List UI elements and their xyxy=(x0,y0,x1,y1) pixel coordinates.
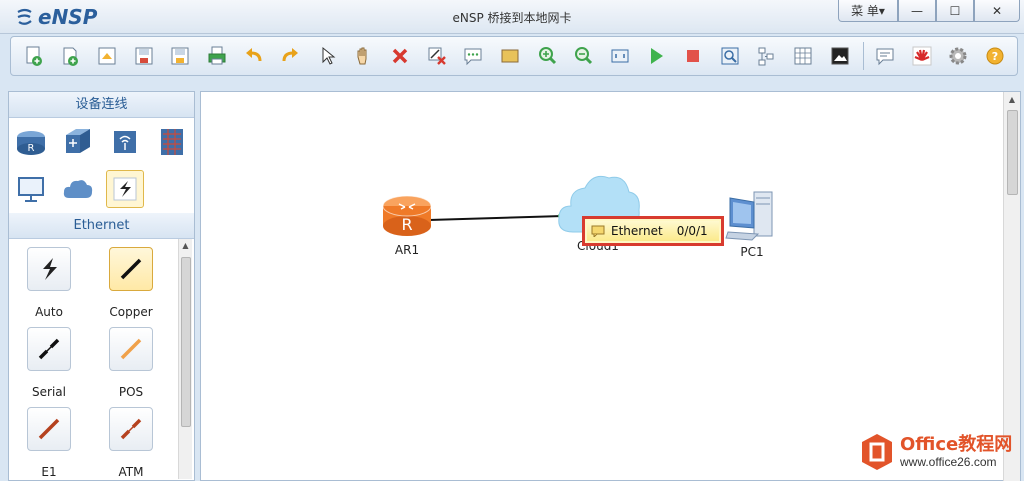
tooltip-icon xyxy=(591,225,605,237)
title-bar: eNSP eNSP 桥接到本地网卡 菜 单▾ — ☐ ✕ xyxy=(0,0,1024,34)
office-logo-icon xyxy=(862,434,892,470)
topology-canvas[interactable]: R AR1 Cloud1 PC1 Ethernet 0/0/1 ▲ xyxy=(200,91,1021,481)
help-icon[interactable]: ? xyxy=(980,41,1010,71)
svg-text:R: R xyxy=(28,143,35,154)
pan-hand-icon[interactable] xyxy=(349,41,379,71)
node-label: AR1 xyxy=(394,243,420,257)
node-label: PC1 xyxy=(740,245,764,259)
router-icon: R xyxy=(382,195,432,236)
minimize-button[interactable]: — xyxy=(898,0,936,22)
watermark: Office教程网 www.office26.com xyxy=(860,432,1012,472)
cable-label: ATM xyxy=(118,465,144,479)
capture-icon[interactable] xyxy=(715,41,745,71)
app-name: eNSP xyxy=(38,5,98,29)
zoom-in-icon[interactable] xyxy=(532,41,562,71)
node-pc1[interactable]: PC1 xyxy=(723,188,781,259)
scroll-thumb[interactable] xyxy=(181,257,191,427)
grid-icon[interactable] xyxy=(788,41,818,71)
chat-icon[interactable] xyxy=(870,41,900,71)
tooltip-port-id: 0/0/1 xyxy=(676,224,708,238)
rectangle-icon[interactable] xyxy=(495,41,525,71)
cable-e1[interactable]: E1 xyxy=(9,407,89,479)
open-icon[interactable] xyxy=(92,41,122,71)
device-grid: R xyxy=(9,118,194,213)
save-as-icon[interactable] xyxy=(166,41,196,71)
ensp-logo-icon xyxy=(17,8,32,25)
save-icon[interactable] xyxy=(129,41,159,71)
window-title: eNSP 桥接到本地网卡 xyxy=(452,11,572,25)
cable-auto[interactable]: Auto xyxy=(9,247,89,319)
window-controls: 菜 单▾ — ☐ ✕ xyxy=(838,0,1020,22)
auto-cable-icon xyxy=(43,258,57,280)
copper-cable-icon xyxy=(120,258,142,280)
text-note-icon[interactable] xyxy=(459,41,489,71)
cable-label: Serial xyxy=(32,385,66,399)
cable-serial[interactable]: Serial xyxy=(9,327,89,399)
new-blank-icon[interactable] xyxy=(56,41,86,71)
cable-label: E1 xyxy=(41,465,57,479)
cable-list: Auto Copper Serial POS E1 ATM ▲ xyxy=(9,239,194,479)
cable-atm[interactable]: ATM xyxy=(91,407,171,479)
main-toolbar: ? xyxy=(10,36,1018,76)
stop-icon[interactable] xyxy=(678,41,708,71)
cable-label: POS xyxy=(118,385,144,399)
port-tooltip: Ethernet 0/0/1 xyxy=(582,216,724,246)
tooltip-port-type: Ethernet xyxy=(611,224,663,238)
pc-terminal-icon[interactable] xyxy=(12,170,50,208)
close-button[interactable]: ✕ xyxy=(974,0,1020,22)
firewall-icon[interactable] xyxy=(153,123,191,161)
screenshot-icon[interactable] xyxy=(825,41,855,71)
zoom-out-icon[interactable] xyxy=(568,41,598,71)
select-icon[interactable] xyxy=(312,41,342,71)
new-topology-icon[interactable] xyxy=(19,41,49,71)
pos-cable-icon xyxy=(120,338,142,360)
watermark-brand: Office教程网 xyxy=(900,434,1013,455)
huawei-icon[interactable] xyxy=(907,41,937,71)
atm-cable-icon xyxy=(120,418,142,440)
serial-cable-icon xyxy=(38,338,60,360)
devices-header: 设备连线 xyxy=(9,92,194,118)
undo-icon[interactable] xyxy=(239,41,269,71)
toolbar-separator xyxy=(863,42,865,70)
maximize-button[interactable]: ☐ xyxy=(936,0,974,22)
node-ar1[interactable]: R AR1 xyxy=(379,194,435,257)
router-icon[interactable]: R xyxy=(12,123,50,161)
link-ar1-cloud1[interactable] xyxy=(201,92,1001,481)
scroll-up-icon[interactable]: ▲ xyxy=(182,241,189,250)
cable-pos[interactable]: POS xyxy=(91,327,171,399)
watermark-url: www.office26.com xyxy=(900,455,997,469)
svg-text:?: ? xyxy=(992,50,998,63)
settings-icon[interactable] xyxy=(944,41,974,71)
wireless-icon[interactable] xyxy=(106,123,144,161)
app-logo: eNSP xyxy=(14,5,97,29)
redo-icon[interactable] xyxy=(275,41,305,71)
connection-icon[interactable] xyxy=(106,170,144,208)
cable-label: Auto xyxy=(35,305,63,319)
print-icon[interactable] xyxy=(202,41,232,71)
cables-header: Ethernet xyxy=(9,213,194,239)
delete-link-icon[interactable] xyxy=(422,41,452,71)
fit-icon[interactable] xyxy=(605,41,635,71)
device-panel: 设备连线 R Ethernet Auto Copper Serial POS E… xyxy=(8,91,195,481)
svg-text:R: R xyxy=(401,215,412,234)
cable-label: Copper xyxy=(109,305,153,319)
e1-cable-icon xyxy=(38,418,60,440)
cable-copper[interactable]: Copper xyxy=(91,247,171,319)
start-icon[interactable] xyxy=(642,41,672,71)
delete-icon[interactable] xyxy=(385,41,415,71)
switch-icon[interactable] xyxy=(59,123,97,161)
canvas-scrollbar[interactable]: ▲ xyxy=(1003,92,1020,481)
scroll-thumb[interactable] xyxy=(1007,110,1018,195)
topology-icon[interactable] xyxy=(752,41,782,71)
menu-button[interactable]: 菜 单▾ xyxy=(838,0,898,22)
cable-scrollbar[interactable]: ▲ xyxy=(178,239,192,479)
scroll-up-icon[interactable]: ▲ xyxy=(1008,95,1016,104)
pc-icon xyxy=(725,191,773,241)
cloud-device-icon[interactable] xyxy=(59,170,97,208)
